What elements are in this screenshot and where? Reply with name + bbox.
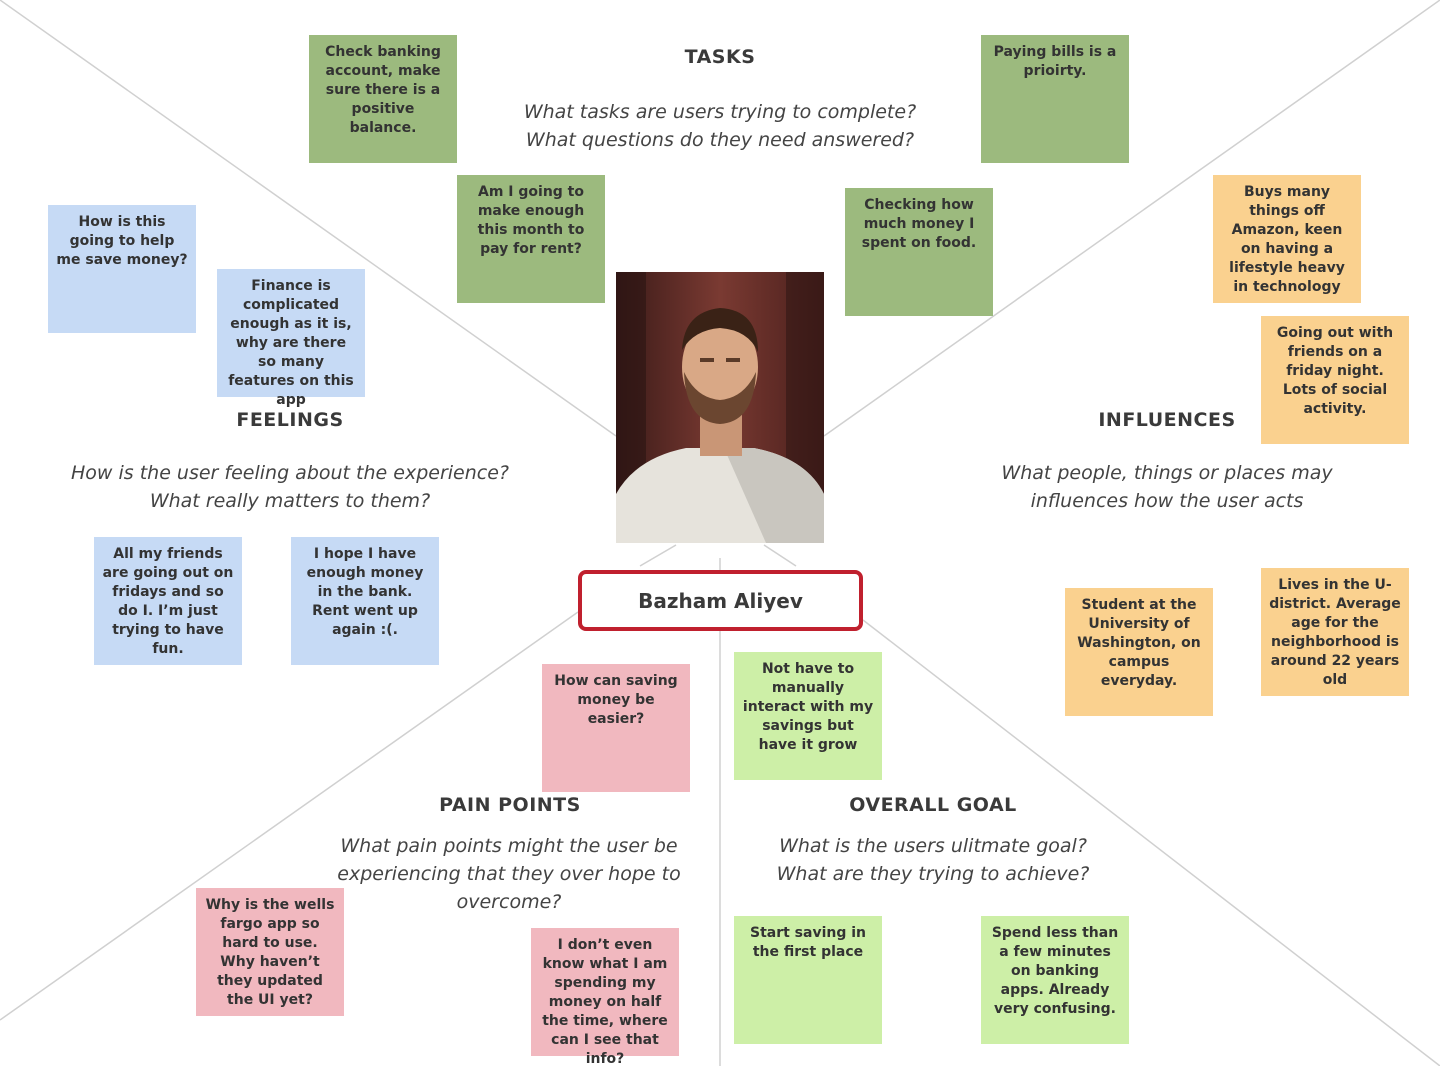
pain-points-question-line: What pain points might the user be [340, 835, 678, 857]
feelings-question: How is the user feeling about the experi… [50, 459, 530, 515]
divider-line-photo-right [763, 544, 797, 567]
influences-question: What people, things or places may influe… [927, 459, 1407, 515]
influences-heading: INFLUENCES [1098, 409, 1236, 431]
feelings-question-line: How is the user feeling about the experi… [71, 462, 509, 484]
overall-goal-question-line: What are they trying to achieve? [776, 863, 1090, 885]
pain-note-saving-easier: How can saving money be easier? [542, 664, 690, 792]
feeling-note-friends-fun: All my friends are going out on fridays … [94, 537, 242, 665]
influences-question-line: What people, things or places may [1001, 462, 1333, 484]
divider-line-photo-left [639, 544, 677, 567]
divider-line-top-left [0, 0, 617, 437]
goal-note-savings-grow: Not have to manually interact with my sa… [734, 652, 882, 780]
pain-points-heading: PAIN POINTS [439, 794, 581, 816]
feeling-note-finance-complicated: Finance is complicated enough as it is, … [217, 269, 365, 408]
overall-goal-question-line: What is the users ulitmate goal? [779, 835, 1087, 857]
task-note-food-spending: Checking how much money I spent on food. [845, 188, 993, 316]
influence-note-friday-night: Going out with friends on a friday night… [1261, 316, 1409, 444]
influences-question-line: influences how the user acts [1030, 490, 1304, 512]
influence-note-amazon: Buys many things off Amazon, keen on hav… [1213, 175, 1361, 303]
tasks-question: What tasks are users trying to complete?… [480, 98, 960, 154]
pain-points-question-line: experiencing that they over hope to [337, 863, 681, 885]
pain-note-spending-info: I don’t even know what I am spending my … [531, 928, 679, 1067]
overall-goal-heading: OVERALL GOAL [849, 794, 1017, 816]
tasks-question-line: What tasks are users trying to complete? [523, 101, 917, 123]
feelings-heading: FEELINGS [236, 409, 344, 431]
divider-line-bottom-left [0, 611, 579, 1021]
persona-photo [616, 272, 824, 543]
pain-points-question: What pain points might the user be exper… [269, 832, 749, 916]
pain-note-wells-fargo-app: Why is the wells fargo app so hard to us… [196, 888, 344, 1016]
persona-name: Bazham Aliyev [578, 570, 863, 631]
divider-line-bottom-right [862, 619, 1440, 1066]
divider-line-top-right [823, 0, 1440, 437]
influence-note-uw-student: Student at the University of Washington,… [1065, 588, 1213, 716]
person-portrait-icon [616, 272, 824, 543]
task-note-paying-bills: Paying bills is a prioirty. [981, 35, 1129, 163]
overall-goal-question: What is the users ulitmate goal? What ar… [693, 832, 1173, 888]
goal-note-start-saving: Start saving in the first place [734, 916, 882, 1044]
tasks-question-line: What questions do they need answered? [525, 129, 915, 151]
pain-points-question-line: overcome? [456, 891, 562, 913]
task-note-rent: Am I going to make enough this month to … [457, 175, 605, 303]
feeling-note-rent-went-up: I hope I have enough money in the bank. … [291, 537, 439, 665]
feelings-question-line: What really matters to them? [149, 490, 431, 512]
feeling-note-save-money: How is this going to help me save money? [48, 205, 196, 333]
tasks-heading: TASKS [684, 46, 756, 68]
goal-note-spend-less-time: Spend less than a few minutes on banking… [981, 916, 1129, 1044]
task-note-check-balance: Check banking account, make sure there i… [309, 35, 457, 163]
influence-note-u-district: Lives in the U-district. Average age for… [1261, 568, 1409, 696]
